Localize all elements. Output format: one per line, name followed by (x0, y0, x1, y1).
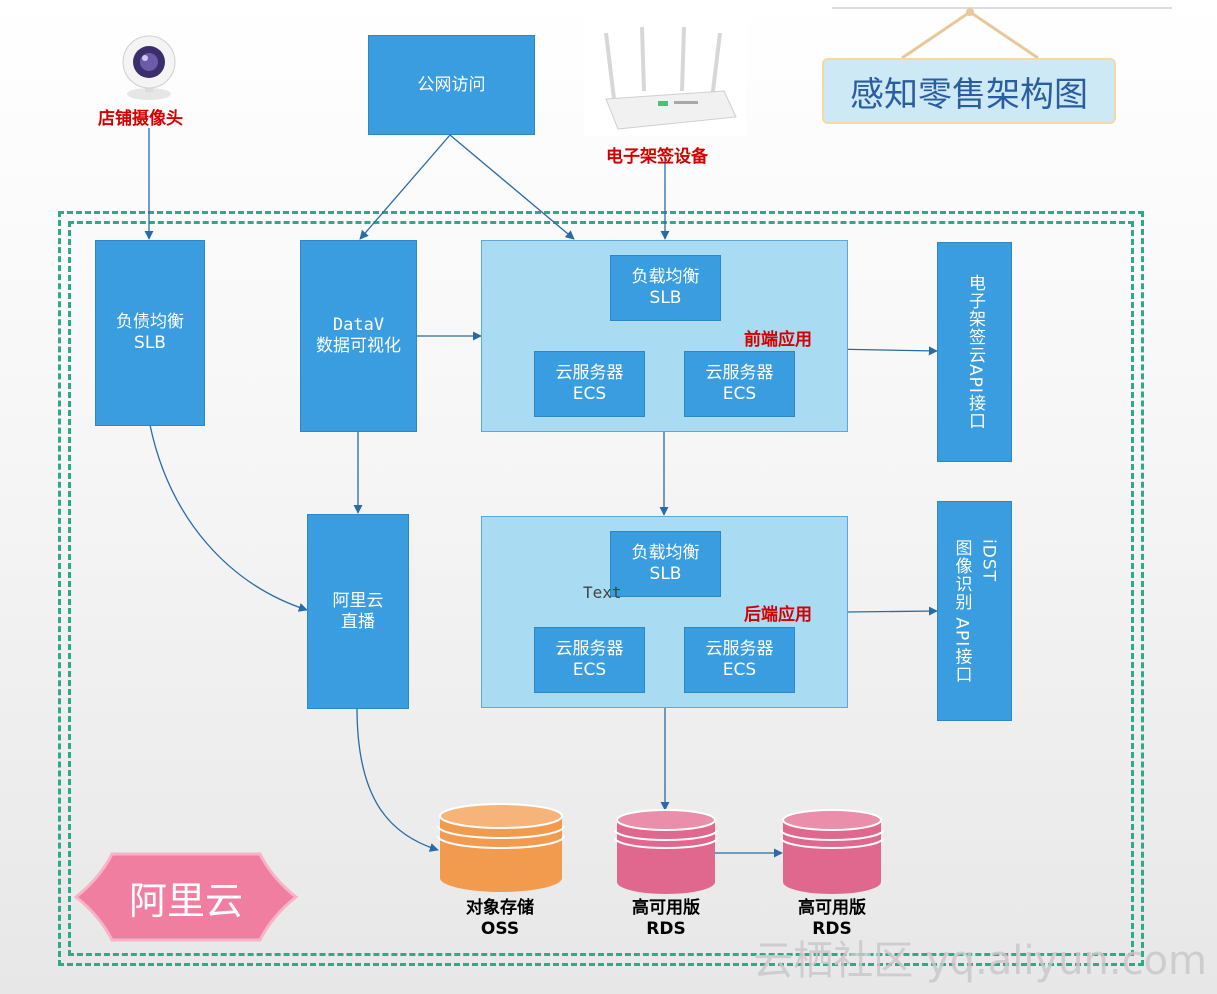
frontend-label: 前端应用 (744, 330, 812, 350)
idst-api-node: iDST 图像识别 API接口 (937, 501, 1012, 721)
datav-line1: DataV (332, 315, 385, 335)
page-title-text: 感知零售架构图 (850, 74, 1088, 115)
backend-slb-line1: 负载均衡 (631, 543, 700, 563)
slb-left-line1: 负债均衡 (116, 312, 184, 332)
shelf-api-label: 电子架签云API接口 (965, 274, 985, 430)
datav-line2: 数据可视化 (316, 336, 401, 356)
frontend-ecs-2: 云服务器 ECS (684, 351, 795, 417)
backend-slb-line2: SLB (649, 564, 682, 584)
arrow-slb-to-live (149, 424, 308, 612)
arrow-backend-to-idst (847, 606, 938, 616)
slb-left-node: 负债均衡 SLB (95, 240, 205, 426)
rds1-label: 高可用版 RDS (596, 898, 736, 940)
arrow-live-to-oss (356, 707, 439, 852)
frontend-ecs-1: 云服务器 ECS (534, 351, 645, 417)
arrow-public-to-frontend (449, 134, 575, 240)
backend-label: 后端应用 (744, 605, 812, 625)
aliyun-boundary-outer (58, 211, 1144, 966)
frontend-slb: 负载均衡 SLB (610, 255, 721, 321)
oss-label-line2: OSS (480, 919, 520, 939)
camera-label: 店铺摄像头 (98, 109, 183, 129)
oss-label-line1: 对象存储 (466, 898, 534, 918)
rds2-label-line1: 高可用版 (798, 898, 866, 918)
backend-ecs2-line1: 云服务器 (705, 639, 774, 659)
frontend-ecs2-line2: ECS (722, 384, 757, 404)
rds1-label-line1: 高可用版 (632, 898, 700, 918)
slb-left-line2: SLB (134, 333, 166, 353)
backend-ecs-1: 云服务器 ECS (534, 627, 645, 693)
aliyun-badge-text: 阿里云 (128, 878, 243, 923)
aliyun-boundary-inner (68, 221, 1134, 956)
oss-label: 对象存储 OSS (430, 898, 570, 940)
aliyun-badge: 阿里云 (72, 848, 300, 946)
datav-node: DataV 数据可视化 (300, 240, 417, 432)
public-access-label: 公网访问 (417, 74, 486, 95)
frontend-ecs1-line2: ECS (572, 384, 607, 404)
shelf-device-node (584, 21, 746, 136)
backend-slb: 负载均衡 SLB (610, 531, 721, 597)
arrow-public-to-datav (359, 134, 451, 240)
router-icon (604, 26, 737, 130)
shelf-api-node: 电子架签云API接口 (937, 242, 1012, 462)
backend-placeholder-text: Text (583, 583, 622, 602)
aliyun-live-line2: 直播 (341, 611, 375, 632)
frontend-ecs1-line1: 云服务器 (555, 363, 624, 383)
aliyun-live-line1: 阿里云 (332, 590, 384, 611)
public-access-node: 公网访问 (368, 35, 535, 135)
frontend-slb-line1: 负载均衡 (631, 267, 700, 287)
camera-node (118, 34, 180, 102)
rds1-cylinder (614, 809, 718, 894)
backend-ecs-2: 云服务器 ECS (684, 627, 795, 693)
page-title: 感知零售架构图 (822, 58, 1116, 124)
rds1-label-line2: RDS (646, 919, 686, 939)
aliyun-live-node: 阿里云 直播 (307, 514, 409, 709)
rds2-label: 高可用版 RDS (762, 898, 902, 940)
shelf-device-label: 电子架签设备 (606, 147, 708, 167)
webcam-icon (122, 35, 176, 100)
rds2-cylinder (780, 809, 884, 894)
oss-cylinder (437, 803, 565, 892)
watermark: 云栖社区 yq.aliyun.com (753, 938, 1207, 984)
backend-ecs1-line2: ECS (572, 660, 607, 680)
idst-api-line2: 图像识别 API接口 (951, 538, 972, 684)
frontend-ecs2-line1: 云服务器 (705, 363, 774, 383)
idst-api-line1: iDST (978, 538, 999, 582)
rds2-label-line2: RDS (812, 919, 852, 939)
badge-shape (73, 852, 299, 942)
backend-ecs1-line1: 云服务器 (555, 639, 624, 659)
backend-ecs2-line2: ECS (722, 660, 757, 680)
title-hanger (832, 7, 1172, 60)
frontend-slb-line2: SLB (649, 288, 682, 308)
